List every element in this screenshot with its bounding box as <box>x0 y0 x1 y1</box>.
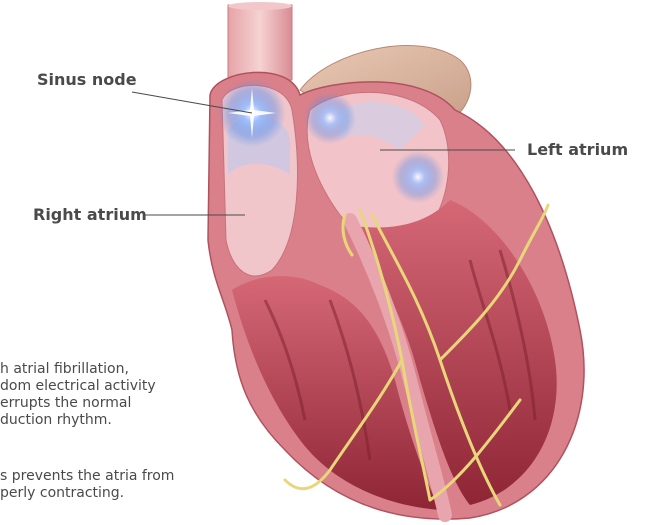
description-line-1: h atrial fibrillation, <box>0 361 129 378</box>
sinus-node-label: Sinus node <box>37 70 137 89</box>
left-atrium-label: Left atrium <box>527 140 628 159</box>
right-atrium-label: Right atrium <box>33 205 147 224</box>
description-line-2: dom electrical activity <box>0 378 156 395</box>
description-line-6: perly contracting. <box>0 485 124 502</box>
description-line-4: duction rhythm. <box>0 412 112 429</box>
superior-vena-cava <box>228 2 292 80</box>
atrial-glow-2 <box>392 151 444 203</box>
atrial-glow-1 <box>304 92 356 144</box>
description-line-3: errupts the normal <box>0 395 131 412</box>
description-line-5: s prevents the atria from <box>0 468 174 485</box>
